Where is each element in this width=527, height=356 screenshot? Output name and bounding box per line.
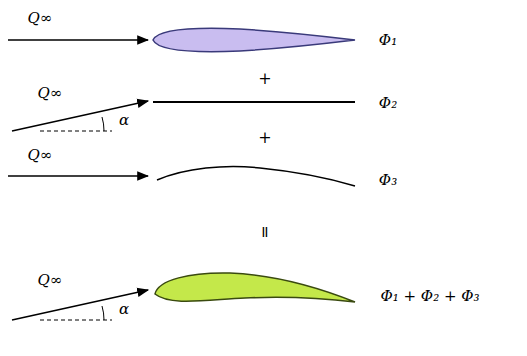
inclined-freestream-arrow: [12, 290, 148, 320]
sum-label: Φ₁ + Φ₂ + Φ₃: [380, 289, 479, 304]
flat-plate: [153, 101, 355, 103]
reference-dashed-line: [40, 131, 112, 132]
potential-label: Φ₁: [379, 33, 397, 48]
angle-arc: [102, 117, 104, 131]
inclined-freestream-arrow: [12, 101, 148, 131]
angle-arc: [102, 306, 104, 320]
potential-label: Φ₂: [379, 96, 397, 111]
freestream-arrow: [8, 39, 148, 41]
velocity-label: Q∞: [38, 273, 63, 288]
cambered-airfoil: [155, 273, 355, 302]
angle-label: α: [119, 113, 129, 128]
equals-sign: =: [257, 225, 273, 238]
freestream-arrow: [8, 175, 148, 177]
plus-sign: +: [258, 130, 271, 146]
plus-sign: +: [258, 71, 271, 87]
velocity-label: Q∞: [28, 148, 53, 163]
symmetric-airfoil: [153, 28, 355, 51]
camber-line: [157, 167, 355, 187]
potential-label: Φ₃: [379, 173, 397, 188]
reference-dashed-line: [40, 320, 112, 321]
angle-label: α: [119, 302, 129, 317]
velocity-label: Q∞: [28, 11, 53, 26]
velocity-label: Q∞: [38, 86, 63, 101]
